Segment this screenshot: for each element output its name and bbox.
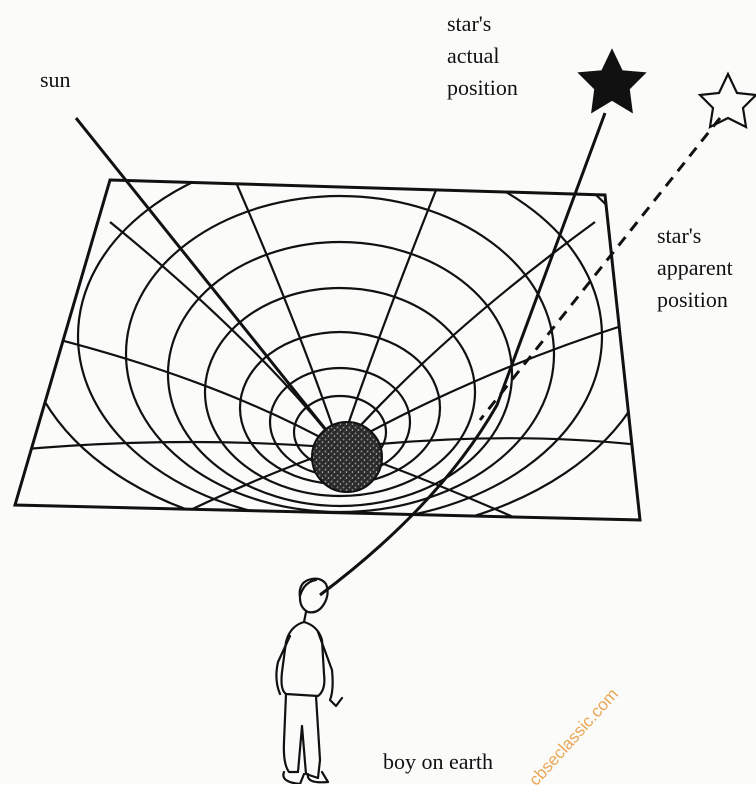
- boy-figure-icon: [276, 579, 342, 784]
- grid-radial: [340, 222, 595, 448]
- grid-radial: [15, 442, 340, 450]
- hollow-star-icon: [700, 74, 756, 127]
- star-light-ray: [320, 113, 605, 595]
- boy-neck: [304, 612, 306, 622]
- boy-legs: [284, 694, 320, 778]
- sun-sphere-icon: [312, 422, 382, 492]
- star-apparent-position-label: star's apparent position: [657, 220, 733, 316]
- solid-star-icon: [579, 50, 645, 112]
- boy-right-arm: [318, 632, 342, 706]
- sun-label: sun: [40, 64, 71, 96]
- star-actual-position-label: star's actual position: [447, 8, 518, 104]
- grid-radial: [110, 222, 340, 448]
- grid-radial: [340, 180, 440, 448]
- boy-left-shoe: [283, 772, 304, 784]
- boy-on-earth-label: boy on earth: [383, 746, 493, 778]
- boy-head: [300, 579, 328, 613]
